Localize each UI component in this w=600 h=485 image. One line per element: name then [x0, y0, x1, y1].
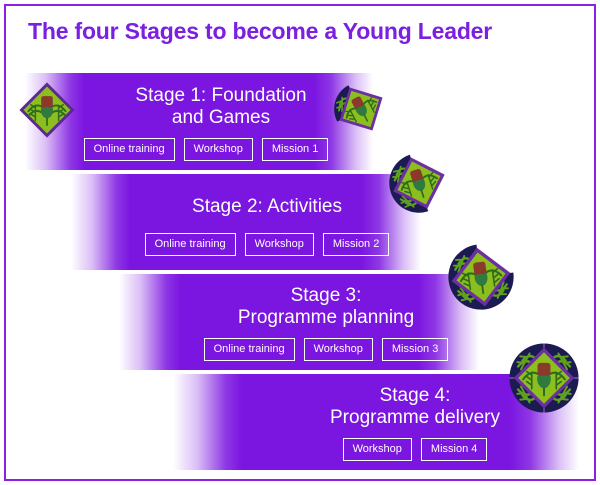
stage-title-3: Stage 3: Programme planning	[237, 285, 415, 328]
stage-chips-4: Workshop Mission 4	[342, 437, 488, 461]
stage-row-2: Stage 2: Activities Online training Work…	[71, 174, 421, 270]
stage-chips-2: Online training Workshop Mission 2	[144, 232, 390, 256]
stage-bar-1	[25, 73, 373, 170]
chip-mission[interactable]: Mission 1	[261, 137, 329, 161]
stage-title-2: Stage 2: Activities	[192, 196, 342, 217]
stage-content-1: Stage 1: Foundation and Games Online tra…	[25, 73, 373, 170]
stage-chips-3: Online training Workshop Mission 3	[203, 337, 449, 361]
stage-row-4: Stage 4: Programme delivery Workshop Mis…	[173, 374, 579, 470]
stage-row-3: Stage 3: Programme planning Online train…	[119, 274, 479, 370]
stage-bar-2	[71, 174, 421, 270]
stage-chips-1: Online training Workshop Mission 1	[83, 137, 329, 161]
young-leader-acorn-badge-icon	[388, 152, 450, 214]
chip-workshop[interactable]: Workshop	[244, 232, 314, 256]
stage-content-4: Stage 4: Programme delivery Workshop Mis…	[173, 374, 579, 470]
chip-workshop[interactable]: Workshop	[342, 437, 412, 461]
stage-content-3: Stage 3: Programme planning Online train…	[119, 274, 479, 370]
stage-bar-3	[119, 274, 479, 370]
stage-title-1: Stage 1: Foundation and Games	[135, 85, 307, 128]
chip-online-training[interactable]: Online training	[144, 232, 236, 256]
stage-content-2: Stage 2: Activities Online training Work…	[71, 174, 421, 270]
chip-mission[interactable]: Mission 3	[381, 337, 449, 361]
stage-row-1: Stage 1: Foundation and Games Online tra…	[25, 73, 373, 170]
stage-bar-4	[173, 374, 579, 470]
young-leader-acorn-badge-icon	[18, 81, 76, 139]
young-leader-acorn-badge-icon	[447, 243, 515, 311]
stage-title-4: Stage 4: Programme delivery	[330, 385, 500, 428]
chip-mission[interactable]: Mission 4	[420, 437, 488, 461]
page-title: The four Stages to become a Young Leader	[28, 18, 493, 44]
young-leader-acorn-badge-icon	[508, 342, 580, 414]
young-leader-acorn-badge-icon	[333, 81, 389, 137]
chip-online-training[interactable]: Online training	[203, 337, 295, 361]
chip-workshop[interactable]: Workshop	[303, 337, 373, 361]
chip-workshop[interactable]: Workshop	[183, 137, 253, 161]
chip-online-training[interactable]: Online training	[83, 137, 175, 161]
chip-mission[interactable]: Mission 2	[322, 232, 390, 256]
